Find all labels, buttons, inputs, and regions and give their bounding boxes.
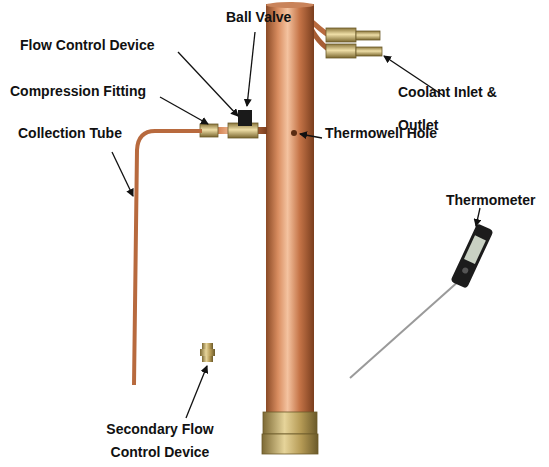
leader-arrow bbox=[476, 208, 480, 226]
thermometer-probe bbox=[350, 280, 460, 378]
copper-column bbox=[266, 4, 314, 416]
leader-arrow bbox=[178, 52, 238, 116]
fitting-thread bbox=[202, 343, 213, 349]
part-label: Flow Control Device bbox=[20, 36, 180, 54]
leader-arrow bbox=[112, 152, 133, 196]
leader-arrow bbox=[300, 134, 322, 138]
part-label: Ball Valve bbox=[226, 8, 316, 26]
valve-handle bbox=[238, 110, 252, 126]
thermometer-button bbox=[461, 267, 469, 275]
thermometer-case bbox=[450, 223, 493, 289]
part-label: Secondary Flow Control Device bbox=[90, 418, 230, 464]
column-top bbox=[266, 2, 314, 8]
leader-arrow bbox=[247, 32, 255, 106]
fitting-thread bbox=[202, 356, 213, 362]
thermometer-display bbox=[464, 235, 486, 264]
thermometer bbox=[350, 223, 494, 378]
compression-fitting bbox=[200, 124, 218, 137]
collection-tube bbox=[134, 131, 202, 385]
thermowell-hole bbox=[291, 130, 297, 136]
leader-arrow bbox=[160, 97, 208, 124]
hose-barb bbox=[356, 31, 380, 40]
part-label: Compression Fitting bbox=[10, 82, 170, 100]
hose-barb bbox=[356, 47, 382, 56]
coolant-fitting bbox=[326, 28, 356, 42]
bottom-nut bbox=[262, 434, 318, 454]
thermometer-body bbox=[450, 223, 493, 289]
part-label: Collection Tube bbox=[18, 124, 148, 142]
secondary-fitting bbox=[200, 343, 215, 362]
part-label: Thermometer bbox=[446, 191, 546, 209]
bottom-fitting bbox=[263, 412, 317, 434]
leader-arrow bbox=[186, 366, 207, 418]
coolant-fitting bbox=[326, 44, 356, 58]
fitting-nut bbox=[200, 349, 215, 356]
part-label: Thermowell Hole bbox=[325, 124, 455, 142]
